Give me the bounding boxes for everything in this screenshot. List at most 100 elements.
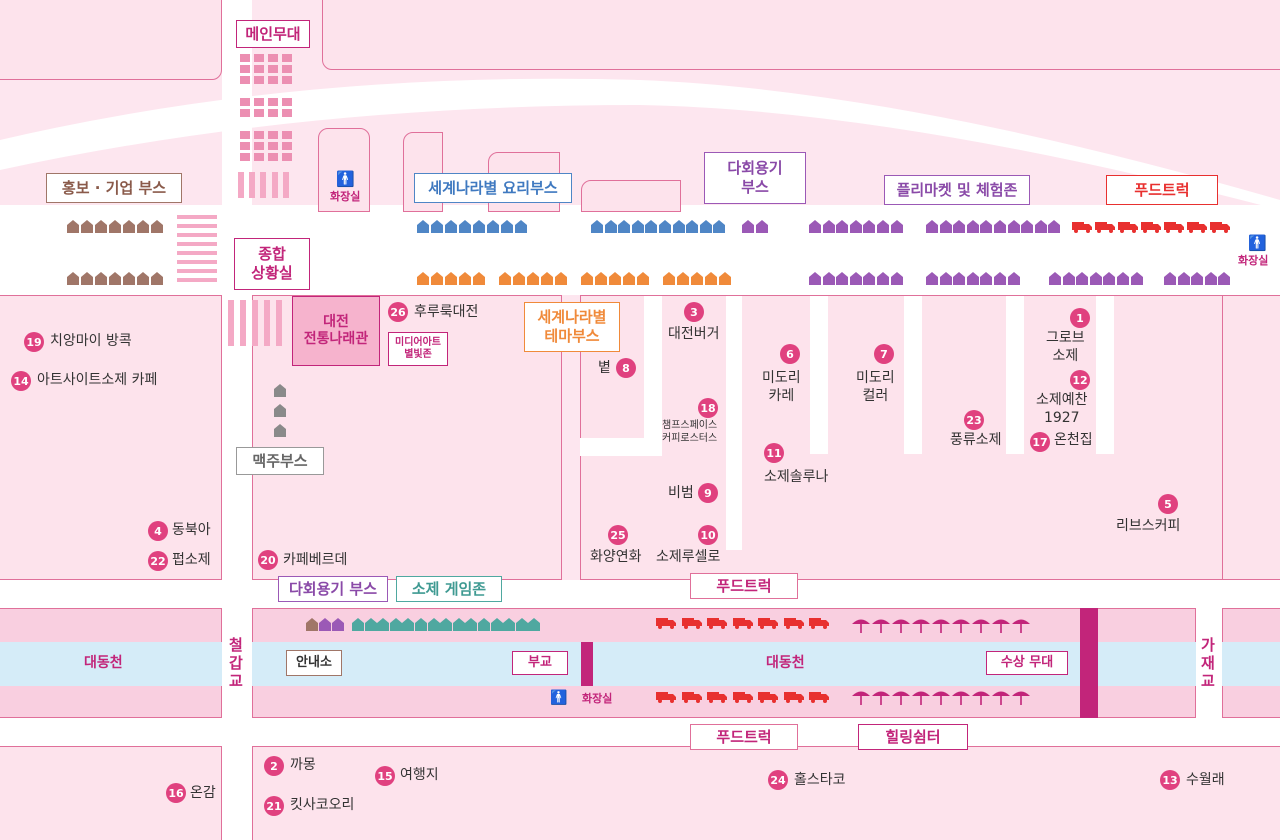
booth-icon xyxy=(364,618,377,631)
place-name[interactable]: 카페베르데 xyxy=(283,552,347,570)
booth-icon xyxy=(109,272,121,285)
place-name[interactable]: 킷사코오리 xyxy=(290,797,354,815)
food-truck-icon xyxy=(681,692,702,703)
booth-icon xyxy=(465,618,478,631)
place-name[interactable]: 온천집 xyxy=(1054,432,1093,450)
stage-seat xyxy=(268,76,278,84)
umbrella-icon xyxy=(932,619,950,633)
place-number-badge[interactable]: 26 xyxy=(388,302,408,322)
place-number-badge[interactable]: 19 xyxy=(24,332,44,352)
place-name[interactable]: 까몽 xyxy=(290,757,316,775)
booth-icon xyxy=(581,272,593,285)
place-name-line1: 수월래 xyxy=(1186,772,1225,788)
booth-icon xyxy=(849,272,862,285)
booth-icon xyxy=(452,618,465,631)
place-number-badge[interactable]: 3 xyxy=(684,302,704,322)
place-number-badge[interactable]: 8 xyxy=(616,358,636,378)
place-number-badge[interactable]: 12 xyxy=(1070,370,1090,390)
place-name[interactable]: 대전버거 xyxy=(668,326,720,344)
booth-icon xyxy=(926,220,938,233)
crosswalk-stripe xyxy=(240,300,246,346)
booth-icon xyxy=(1103,272,1116,285)
place-name[interactable]: 수월래 xyxy=(1186,772,1225,790)
place-name[interactable]: 후루룩대전 xyxy=(414,304,478,322)
crosswalk-stripe xyxy=(260,172,267,198)
place-name-line1: 그로브 xyxy=(1046,330,1085,346)
booth-icon xyxy=(473,220,485,233)
place-number-badge[interactable]: 15 xyxy=(375,766,395,786)
stage-seat xyxy=(240,98,250,106)
place-name-line1: 치앙마이 방콕 xyxy=(50,333,132,349)
stage-seat xyxy=(254,131,264,139)
place-name[interactable]: 리브스커피 xyxy=(1116,518,1180,536)
food-truck-icon xyxy=(758,692,778,703)
place-number-badge[interactable]: 1 xyxy=(1070,308,1090,328)
booth-icon xyxy=(705,272,717,285)
booth-icon xyxy=(994,272,1006,285)
place-name[interactable]: 볕 xyxy=(598,360,611,378)
place-number-badge[interactable]: 23 xyxy=(964,410,984,430)
place-number-badge[interactable]: 2 xyxy=(264,756,284,776)
place-name-line1: 대전버거 xyxy=(668,326,720,342)
place-name[interactable]: 소제솔루나 xyxy=(764,469,828,487)
place-number-badge[interactable]: 25 xyxy=(608,525,628,545)
place-name-line1: 온천집 xyxy=(1054,432,1093,448)
umbrella-icon xyxy=(852,691,870,705)
place-number-badge[interactable]: 7 xyxy=(874,344,894,364)
booth-icon xyxy=(487,220,499,233)
booth-icon xyxy=(274,384,286,397)
place-name[interactable]: 홀스타코 xyxy=(794,772,846,790)
stage-seat xyxy=(268,109,278,117)
place-number-badge[interactable]: 4 xyxy=(148,521,168,541)
place-number-badge[interactable]: 10 xyxy=(698,525,718,545)
booth-icon xyxy=(980,272,993,285)
place-name[interactable]: 온감 xyxy=(190,785,216,803)
place-number-badge[interactable]: 9 xyxy=(698,483,718,503)
umbrella-icon xyxy=(852,619,870,633)
place-name[interactable]: 동북아 xyxy=(172,522,211,540)
place-name-line1: 미도리 xyxy=(762,370,801,386)
place-number-badge[interactable]: 5 xyxy=(1158,494,1178,514)
food-truck-icon xyxy=(1141,222,1161,233)
info-desk-label: 안내소 xyxy=(286,650,342,676)
block-bottom-center xyxy=(252,746,1280,840)
place-name[interactable]: 펍소제 xyxy=(172,552,211,570)
place-number-badge[interactable]: 17 xyxy=(1030,432,1050,452)
place-number-badge[interactable]: 14 xyxy=(11,371,31,391)
media-art-line1: 미디어아트 xyxy=(395,336,441,348)
place-number-badge[interactable]: 24 xyxy=(768,770,788,790)
place-name[interactable]: 비범 xyxy=(668,485,694,503)
place-number-badge[interactable]: 16 xyxy=(166,783,186,803)
crosswalk-stripe xyxy=(177,242,217,246)
umbrella-icon xyxy=(892,619,910,633)
place-number-badge[interactable]: 20 xyxy=(258,550,278,570)
place-name[interactable]: 소제루셀로 xyxy=(656,549,720,567)
place-name[interactable]: 화양연화 xyxy=(590,549,642,567)
booth-icon xyxy=(890,272,903,285)
booth-icon xyxy=(623,272,635,285)
place-number-badge[interactable]: 11 xyxy=(764,443,784,463)
booth-icon xyxy=(966,220,979,233)
place-number-badge[interactable]: 18 xyxy=(698,398,718,418)
crosswalk-stripe xyxy=(249,172,256,198)
place-number-badge[interactable]: 21 xyxy=(264,796,284,816)
main-stage-seating xyxy=(238,54,298,174)
place-name[interactable]: 아트사이트소제 카페 xyxy=(37,372,157,390)
place-name-line1: 후루룩대전 xyxy=(414,304,479,320)
booth-icon xyxy=(306,618,318,631)
place-name[interactable]: 치앙마이 방콕 xyxy=(50,333,132,351)
umbrella-icon xyxy=(872,691,890,705)
place-number-badge[interactable]: 13 xyxy=(1160,770,1180,790)
place-name[interactable]: 풍류소제 xyxy=(950,432,1002,450)
place-name[interactable]: 여행지 xyxy=(400,767,439,785)
place-number-badge[interactable]: 6 xyxy=(780,344,800,364)
main-stage-label: 메인무대 xyxy=(236,20,310,48)
place-number-badge[interactable]: 22 xyxy=(148,551,168,571)
booth-icon xyxy=(95,220,107,233)
